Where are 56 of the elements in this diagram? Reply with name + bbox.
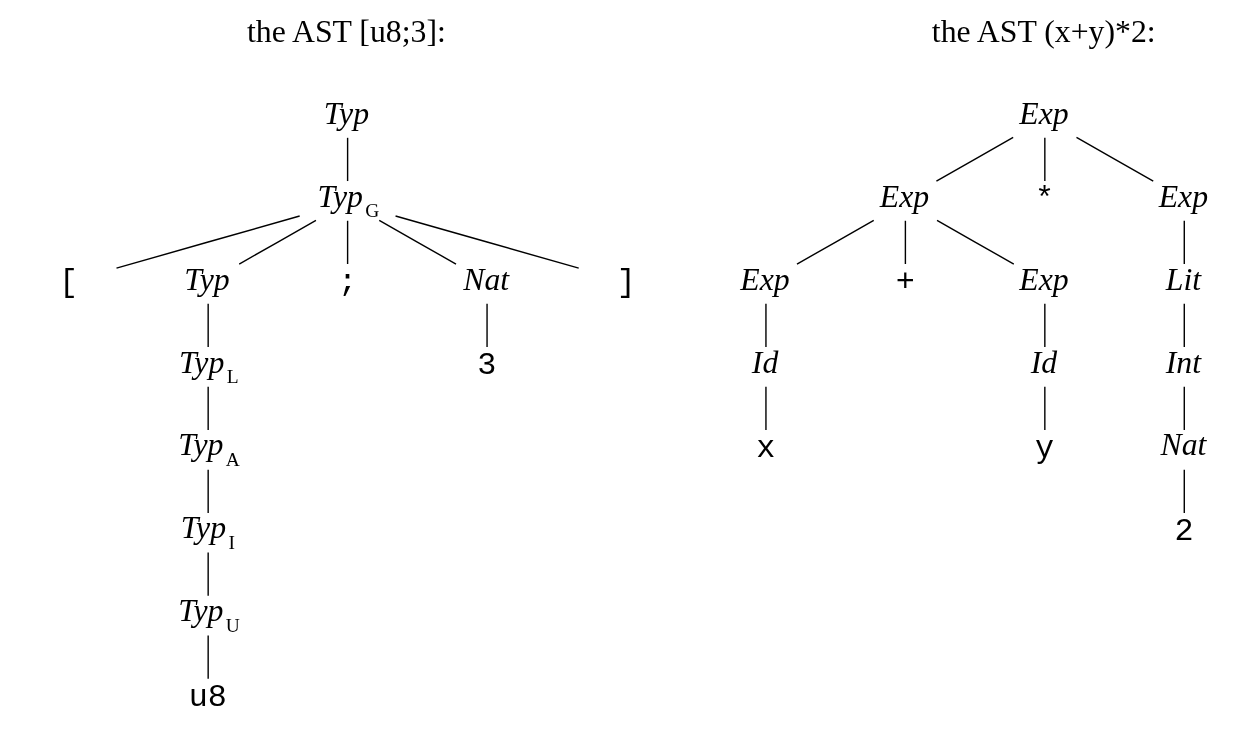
node-text: Typ (183, 261, 230, 297)
connector (904, 220, 906, 265)
connector (378, 219, 457, 265)
connector (346, 220, 348, 265)
connector (764, 386, 767, 431)
node-text: ] (616, 265, 636, 302)
node-text: Exp (1158, 178, 1208, 214)
node-text: Exp (1018, 95, 1069, 131)
label: the AST (x+y)*2: (931, 14, 1156, 50)
connector (394, 215, 579, 269)
node-text: Typ$_{L}$ (178, 344, 239, 387)
connector (206, 551, 209, 597)
connector (206, 634, 209, 680)
connector (1183, 303, 1185, 348)
node-text: Exp (1018, 261, 1069, 297)
connector (238, 219, 317, 265)
node-text: * (1034, 182, 1054, 219)
node-text: Exp (739, 261, 790, 297)
node-text: y (1034, 431, 1054, 468)
node-text: Id (751, 344, 778, 380)
connector (1043, 137, 1046, 182)
node-text: Nat (462, 261, 509, 297)
connector (764, 303, 767, 348)
node-text: Typ$_{U}$ (177, 593, 240, 636)
connector (1183, 220, 1185, 265)
connector (1043, 386, 1046, 431)
connector (1075, 136, 1154, 182)
node-text: [ (58, 265, 78, 302)
node-text: 3 (476, 348, 496, 385)
node-text: Exp (879, 178, 929, 214)
node-text: u8 (188, 680, 227, 717)
node-text: Typ$_{A}$ (177, 427, 240, 470)
connector (485, 303, 488, 348)
connector (115, 215, 300, 269)
connector (1183, 468, 1185, 514)
connector (795, 219, 874, 265)
connector (1043, 303, 1046, 348)
node-text: Lit (1165, 261, 1201, 297)
node-text: Int (1165, 344, 1201, 380)
connector (346, 137, 348, 182)
node-text: ; (337, 265, 357, 302)
node-text: Typ$_{I}$ (180, 510, 235, 553)
connector (206, 386, 209, 431)
label: the AST [u8;3]: (246, 14, 446, 50)
node-text: Typ$_{G}$ (317, 178, 379, 222)
node-text: Nat (1159, 427, 1206, 463)
node-text: Id (1030, 344, 1057, 380)
connector (935, 136, 1014, 182)
node-text: 2 (1174, 514, 1194, 551)
connector (206, 468, 209, 514)
connector (1183, 386, 1185, 431)
node-text: Typ (323, 95, 369, 131)
connector (935, 219, 1014, 265)
connector (206, 303, 209, 348)
node-text: + (895, 265, 915, 302)
node-text: x (755, 431, 775, 468)
